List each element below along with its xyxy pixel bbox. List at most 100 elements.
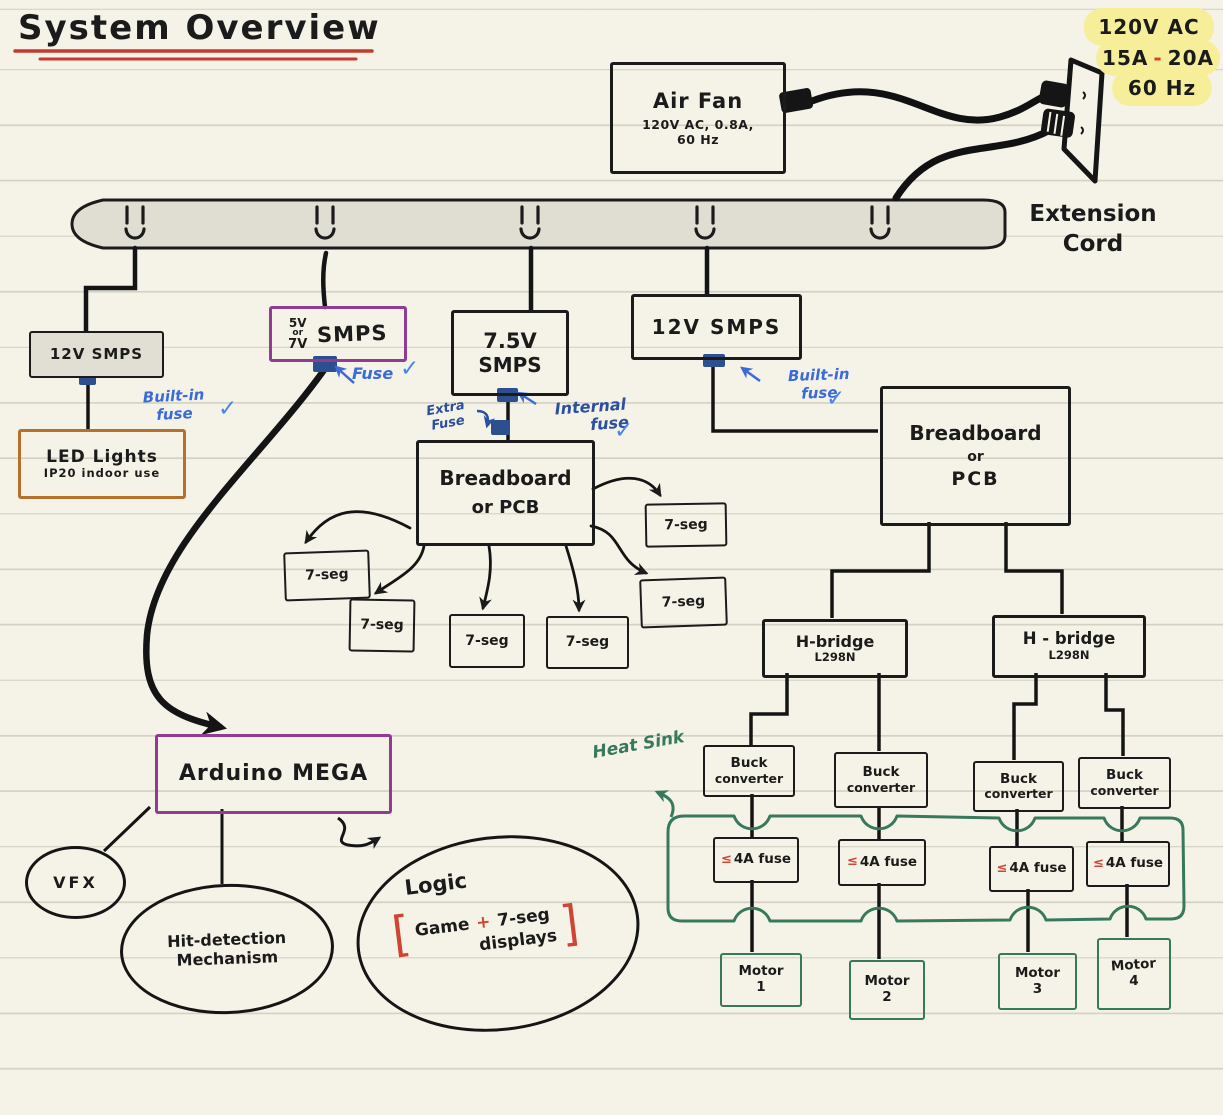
h-bridge-box-2: H - bridge L298N bbox=[992, 615, 1146, 678]
buck-4-line1: Buck bbox=[1106, 767, 1143, 784]
arrow-fuse-note bbox=[334, 365, 355, 384]
fuse-box-4: ≤ 4A fuse bbox=[1086, 841, 1170, 887]
check-icon-left: ✓ bbox=[218, 396, 238, 422]
fuse-box-2: ≤ 4A fuse bbox=[838, 839, 926, 886]
buck-converter-box-1: Buck converter bbox=[703, 745, 795, 797]
motor-box-2: Motor 2 bbox=[849, 960, 925, 1020]
buck-1-line1: Buck bbox=[730, 755, 768, 772]
motor-4-number: 4 bbox=[1129, 973, 1139, 989]
motor-box-3: Motor 3 bbox=[998, 953, 1077, 1010]
h-bridge-1-name: H-bridge bbox=[795, 631, 875, 651]
vfx-label: VFX bbox=[53, 873, 98, 892]
hit-detection-line2: Mechanism bbox=[176, 947, 279, 970]
seven-seg-box-6: 7-seg bbox=[639, 576, 728, 629]
extension-cord-outlets bbox=[124, 205, 891, 240]
buck-converter-box-2: Buck converter bbox=[834, 752, 928, 808]
power-rating-freq: 60 Hz bbox=[1112, 70, 1212, 106]
check-icon-internal: ✓ bbox=[614, 418, 634, 444]
wire-hbridge2-to-buck4 bbox=[1104, 673, 1125, 756]
h-bridge-1-chip: L298N bbox=[814, 650, 856, 665]
seven-seg-label-5: 7-seg bbox=[664, 516, 708, 534]
motor-box-4: Motor 4 bbox=[1097, 938, 1171, 1010]
seven-seg-label-2: 7-seg bbox=[360, 617, 404, 634]
smps-5v7v-box: 5V or 7V SMPS bbox=[269, 306, 407, 362]
smps-7-5v-line2: SMPS bbox=[478, 352, 542, 377]
buck-3-line1: Buck bbox=[1000, 770, 1037, 787]
seven-seg-label-4: 7-seg bbox=[565, 634, 610, 651]
page-title: System Overview bbox=[18, 8, 381, 48]
arrow-arduino-to-logic bbox=[337, 816, 382, 850]
bracket-close: ] bbox=[557, 893, 582, 953]
wire-column-4 bbox=[1120, 806, 1129, 937]
note-built-in-fuse-right: Built-in fuse bbox=[763, 364, 874, 404]
smps-12v-right-box: 12V SMPS bbox=[631, 294, 802, 360]
note-built-in-right-line2: fuse bbox=[800, 383, 838, 403]
extension-cord-line2: Cord bbox=[1062, 230, 1124, 257]
buck-3-line2: converter bbox=[984, 786, 1053, 802]
outlet-plug-bottom bbox=[1040, 108, 1075, 138]
air-fan-spec1: 120V AC, 0.8A, bbox=[642, 117, 754, 133]
seven-seg-box-3: 7-seg bbox=[449, 614, 525, 668]
arduino-mega-label: Arduino MEGA bbox=[178, 761, 369, 787]
h-bridge-2-name: H - bridge bbox=[1022, 629, 1116, 649]
extension-power-cord bbox=[892, 126, 1054, 202]
wire-hbridge1-to-buck1 bbox=[749, 673, 789, 745]
fuse-4-symbol: ≤ bbox=[1092, 855, 1104, 871]
bracket-open: [ bbox=[388, 904, 414, 964]
arduino-mega-box: Arduino MEGA bbox=[155, 734, 392, 814]
breadboard-mid-box: Breadboard or PCB bbox=[416, 440, 595, 546]
fuse-1-symbol: ≤ bbox=[720, 851, 732, 867]
seven-seg-label-3: 7-seg bbox=[465, 632, 509, 649]
check-icon-right: ✓ bbox=[826, 386, 846, 412]
wire-strip-to-smps-5v7v bbox=[321, 250, 329, 310]
smps-7-5v-line1: 7.5V bbox=[483, 329, 537, 354]
smps-5v7v-label: SMPS bbox=[316, 320, 389, 348]
wire-hbridge2-to-buck3 bbox=[1012, 673, 1038, 760]
logic-body: [ Game + 7-seg displays ] bbox=[388, 889, 582, 967]
wall-outlet-slots bbox=[1080, 91, 1086, 135]
wire-column-3 bbox=[1015, 809, 1030, 952]
note-fuse: Fuse bbox=[352, 364, 394, 383]
seven-seg-box-1: 7-seg bbox=[283, 549, 371, 602]
smps-12v-left-label: 12V SMPS bbox=[49, 344, 144, 363]
air-fan-name: Air Fan bbox=[652, 89, 744, 114]
air-fan-box: Air Fan 120V AC, 0.8A, 60 Hz bbox=[610, 62, 786, 174]
h-bridge-2-chip: L298N bbox=[1048, 648, 1090, 663]
wire-breadboard-to-hbridge-2 bbox=[1004, 522, 1064, 614]
fuse-3-symbol: ≤ bbox=[996, 860, 1008, 876]
wire-arduino-to-vfx bbox=[102, 805, 152, 853]
buck-1-line2: converter bbox=[714, 770, 784, 786]
fuse-3-label: 4A fuse bbox=[1009, 860, 1067, 877]
smps-5v7v-vtop: 5V bbox=[288, 316, 307, 330]
logic-plus: + bbox=[475, 911, 492, 934]
motor-1-label: Motor bbox=[738, 963, 784, 980]
motor-2-number: 2 bbox=[882, 989, 892, 1005]
air-fan-spec2: 60 Hz bbox=[677, 131, 719, 147]
wire-strip-to-smps-left bbox=[83, 245, 138, 334]
logic-title: Logic bbox=[403, 868, 469, 900]
smps-5v7v-voltages: 5V or 7V bbox=[288, 317, 307, 351]
arrow-heat-sink bbox=[654, 790, 675, 818]
wire-breadboard-to-hbridge-1 bbox=[830, 522, 931, 618]
logic-lines: Game + 7-seg displays bbox=[412, 892, 558, 963]
outlet-plug-top bbox=[1038, 80, 1070, 108]
wire-smps-5v7v-to-arduino bbox=[143, 366, 328, 735]
motor-3-number: 3 bbox=[1032, 980, 1043, 997]
led-lights-name: LED Lights bbox=[46, 446, 158, 467]
smps-12v-right-label: 12V SMPS bbox=[651, 314, 782, 339]
arrows-to-seven-seg bbox=[304, 476, 662, 613]
wire-smps-right-to-breadboard bbox=[711, 366, 878, 433]
breadboard-right-line1: Breadboard bbox=[909, 420, 1042, 445]
power-voltage-text: 120V AC bbox=[1098, 15, 1200, 39]
extension-cord-line1: Extension bbox=[1029, 201, 1157, 227]
breadboard-mid-line2: or PCB bbox=[471, 497, 540, 519]
seven-seg-box-5: 7-seg bbox=[644, 502, 728, 548]
power-amp-low: 15A bbox=[1102, 46, 1149, 70]
led-lights-box: LED Lights IP20 indoor use bbox=[18, 429, 186, 499]
arrow-extra-fuse-note bbox=[476, 409, 496, 429]
buck-2-line1: Buck bbox=[862, 764, 900, 781]
power-rating-voltage: 120V AC bbox=[1084, 8, 1214, 46]
fuse-2-symbol: ≤ bbox=[846, 854, 858, 870]
